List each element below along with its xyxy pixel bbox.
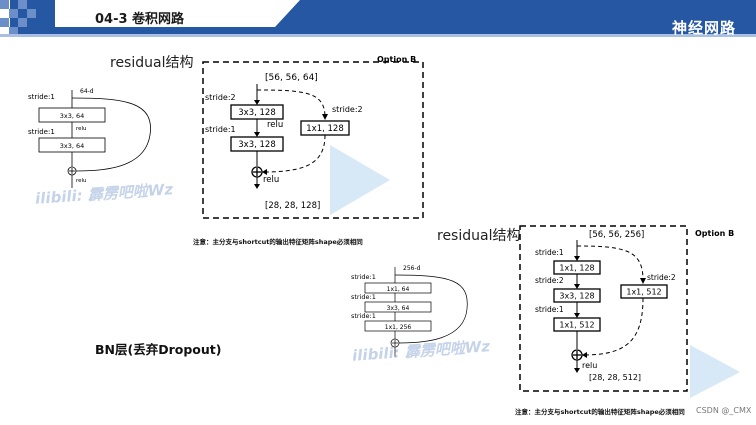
conv-box <box>364 282 432 294</box>
relu-label: relu <box>267 120 283 130</box>
conv-label: 1x1, 64 <box>387 286 410 293</box>
note-bottom: 注意：主分支与shortcut的输出特征矩阵shape必须相同 <box>515 408 685 416</box>
stride-label: stride:2 <box>647 273 676 282</box>
stride-label: stride:1 <box>351 293 376 301</box>
conv-label: 3x3, 64 <box>387 305 410 312</box>
stride-label: stride:2 <box>332 105 363 114</box>
stride-label: stride:1 <box>28 93 55 101</box>
brand-label: 神经网路 <box>671 19 736 37</box>
residual-title-top: residual结构 <box>110 55 194 71</box>
conv-box <box>364 320 432 332</box>
conv-label: 1x1, 512 <box>559 321 594 330</box>
note-top: 注意：主分支与shortcut的输出特征矩阵shape必须相同 <box>193 238 363 246</box>
bn-dropout-label: BN层(丢弃Dropout) <box>95 342 222 357</box>
option-b-diagram-top: Option B [56, 56, 64] stride:2 3x3, 128 … <box>202 55 424 219</box>
conv-label: 1x1, 128 <box>306 124 343 134</box>
stride-label: stride:1 <box>205 125 236 134</box>
stride-label: stride:2 <box>535 276 564 285</box>
residual-title-bottom: residual结构 <box>437 228 521 244</box>
output-shape: [28, 28, 512] <box>589 373 641 382</box>
conv-label: 1x1, 128 <box>559 264 594 273</box>
bottleneck-block-diagram: 256-d stride:1 1x1, 64 stride:1 3x3, 64 … <box>351 265 468 357</box>
shortcut-path <box>394 274 468 344</box>
relu-label: relu <box>76 178 87 184</box>
option-b-diagram-bottom: Option B [56, 56, 256] stride:1 1x1, 128… <box>519 225 734 392</box>
relu-label: relu <box>582 361 597 370</box>
conv-box <box>364 301 432 313</box>
conv-label: 3x3, 64 <box>60 112 85 120</box>
conv-label: 3x3, 128 <box>559 292 594 301</box>
output-shape: [28, 28, 128] <box>265 201 320 211</box>
conv-label: 1x1, 256 <box>385 324 412 331</box>
relu-label: relu <box>263 175 279 185</box>
conv-label: 3x3, 128 <box>238 140 275 150</box>
conv-label: 1x1, 512 <box>626 288 661 297</box>
conv-label: 3x3, 64 <box>60 142 85 150</box>
stride-label: stride:1 <box>351 273 376 281</box>
header-bar <box>0 0 756 42</box>
input-dim-label: 256-d <box>403 265 421 272</box>
option-label: Option B <box>377 55 416 64</box>
shortcut-path <box>71 97 151 172</box>
stride-label: stride:1 <box>535 248 564 257</box>
watermark-corner: CSDN @_CMX <box>696 406 752 415</box>
stride-label: stride:1 <box>28 128 55 136</box>
basic-block-diagram: 64-d stride:1 3x3, 64 relu stride:1 3x3,… <box>28 88 151 188</box>
input-dim-label: 64-d <box>80 88 94 95</box>
stride-label: stride:2 <box>205 93 236 102</box>
stride-label: stride:1 <box>535 305 564 314</box>
stride-label: stride:1 <box>351 312 376 320</box>
conv-label: 3x3, 128 <box>238 108 275 118</box>
input-shape: [56, 56, 64] <box>265 73 318 83</box>
relu-label: relu <box>76 126 87 132</box>
option-label: Option B <box>695 229 734 238</box>
conv-box <box>620 284 668 299</box>
input-shape: [56, 56, 256] <box>589 230 644 240</box>
slide-title: 04-3 卷积网路 <box>95 12 185 27</box>
